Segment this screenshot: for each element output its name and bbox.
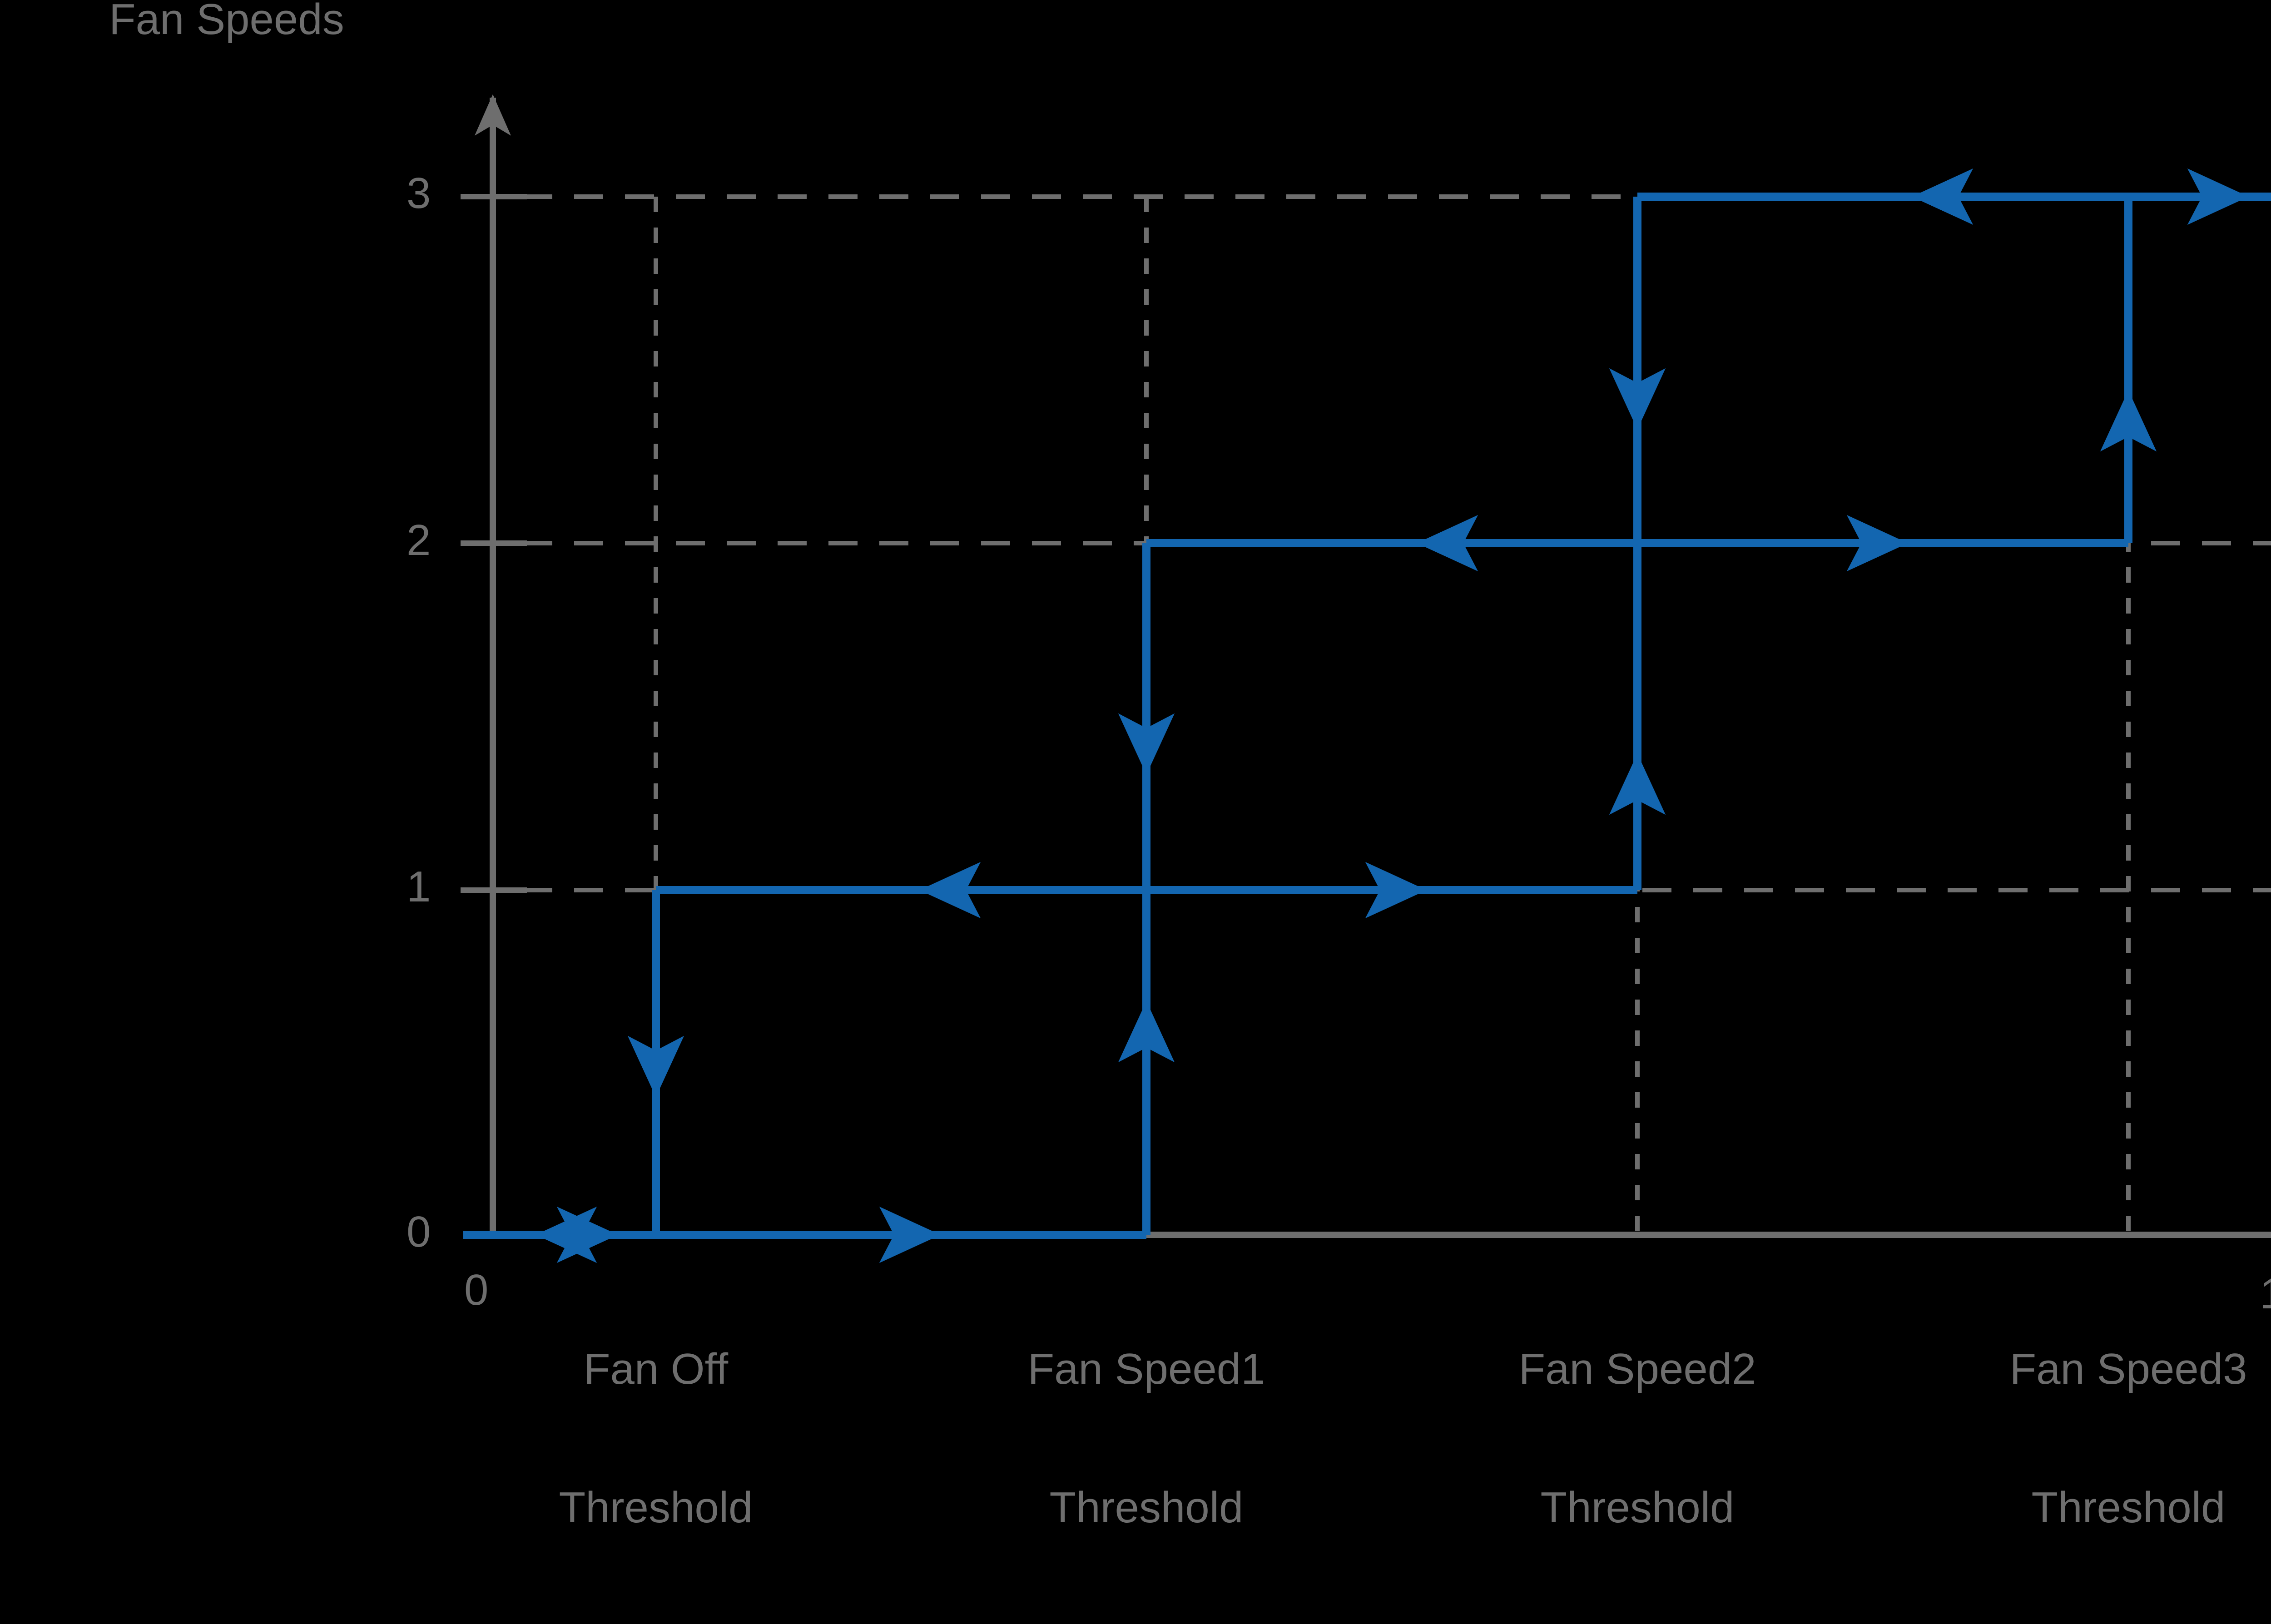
threshold-label-fan-speed2-line1: Fan Speed2: [1518, 1344, 1756, 1393]
y-axis-ticks: [461, 194, 527, 893]
threshold-label-fan-off-line2: Threshold: [559, 1483, 753, 1532]
y-tick-label-0: 0: [407, 1208, 431, 1256]
y-tick-label-1: 1: [407, 862, 431, 911]
hysteresis-trace: [463, 193, 2271, 1239]
threshold-label-fan-speed3: Fan Speed3 Threshold: [1992, 1253, 2265, 1623]
y-tick-label-3: 3: [407, 169, 431, 218]
trace-direction-arrows: [536, 168, 2249, 1263]
threshold-label-fan-speed2-line2: Threshold: [1540, 1483, 1735, 1532]
fan-speed-hysteresis-diagram: Fan Speeds 3 2 1 0 0 Fan Off Threshold F…: [109, 0, 2271, 1530]
threshold-label-fan-speed2: Fan Speed2 Threshold: [1501, 1253, 1774, 1623]
threshold-label-fan-off-line1: Fan Off: [583, 1344, 729, 1393]
plot-canvas: [461, 94, 2271, 1263]
threshold-label-fan-speed3-line2: Threshold: [2031, 1483, 2226, 1532]
threshold-label-fan-speed3-line1: Fan Speed3: [2009, 1344, 2247, 1393]
threshold-lines-vertical: [654, 197, 2131, 1235]
x-origin-label: 0: [464, 1266, 489, 1314]
x-max-label: 100: [2260, 1271, 2271, 1317]
threshold-label-fan-speed1: Fan Speed1 Threshold: [1010, 1253, 1283, 1623]
y-axis-title: Fan Speeds: [109, 0, 344, 44]
axes: [463, 94, 2271, 1238]
threshold-label-fan-off: Fan Off Threshold: [520, 1253, 792, 1623]
threshold-label-fan-speed1-line2: Threshold: [1049, 1483, 1244, 1532]
y-tick-label-2: 2: [407, 516, 431, 564]
threshold-label-fan-speed1-line1: Fan Speed1: [1027, 1344, 1265, 1393]
